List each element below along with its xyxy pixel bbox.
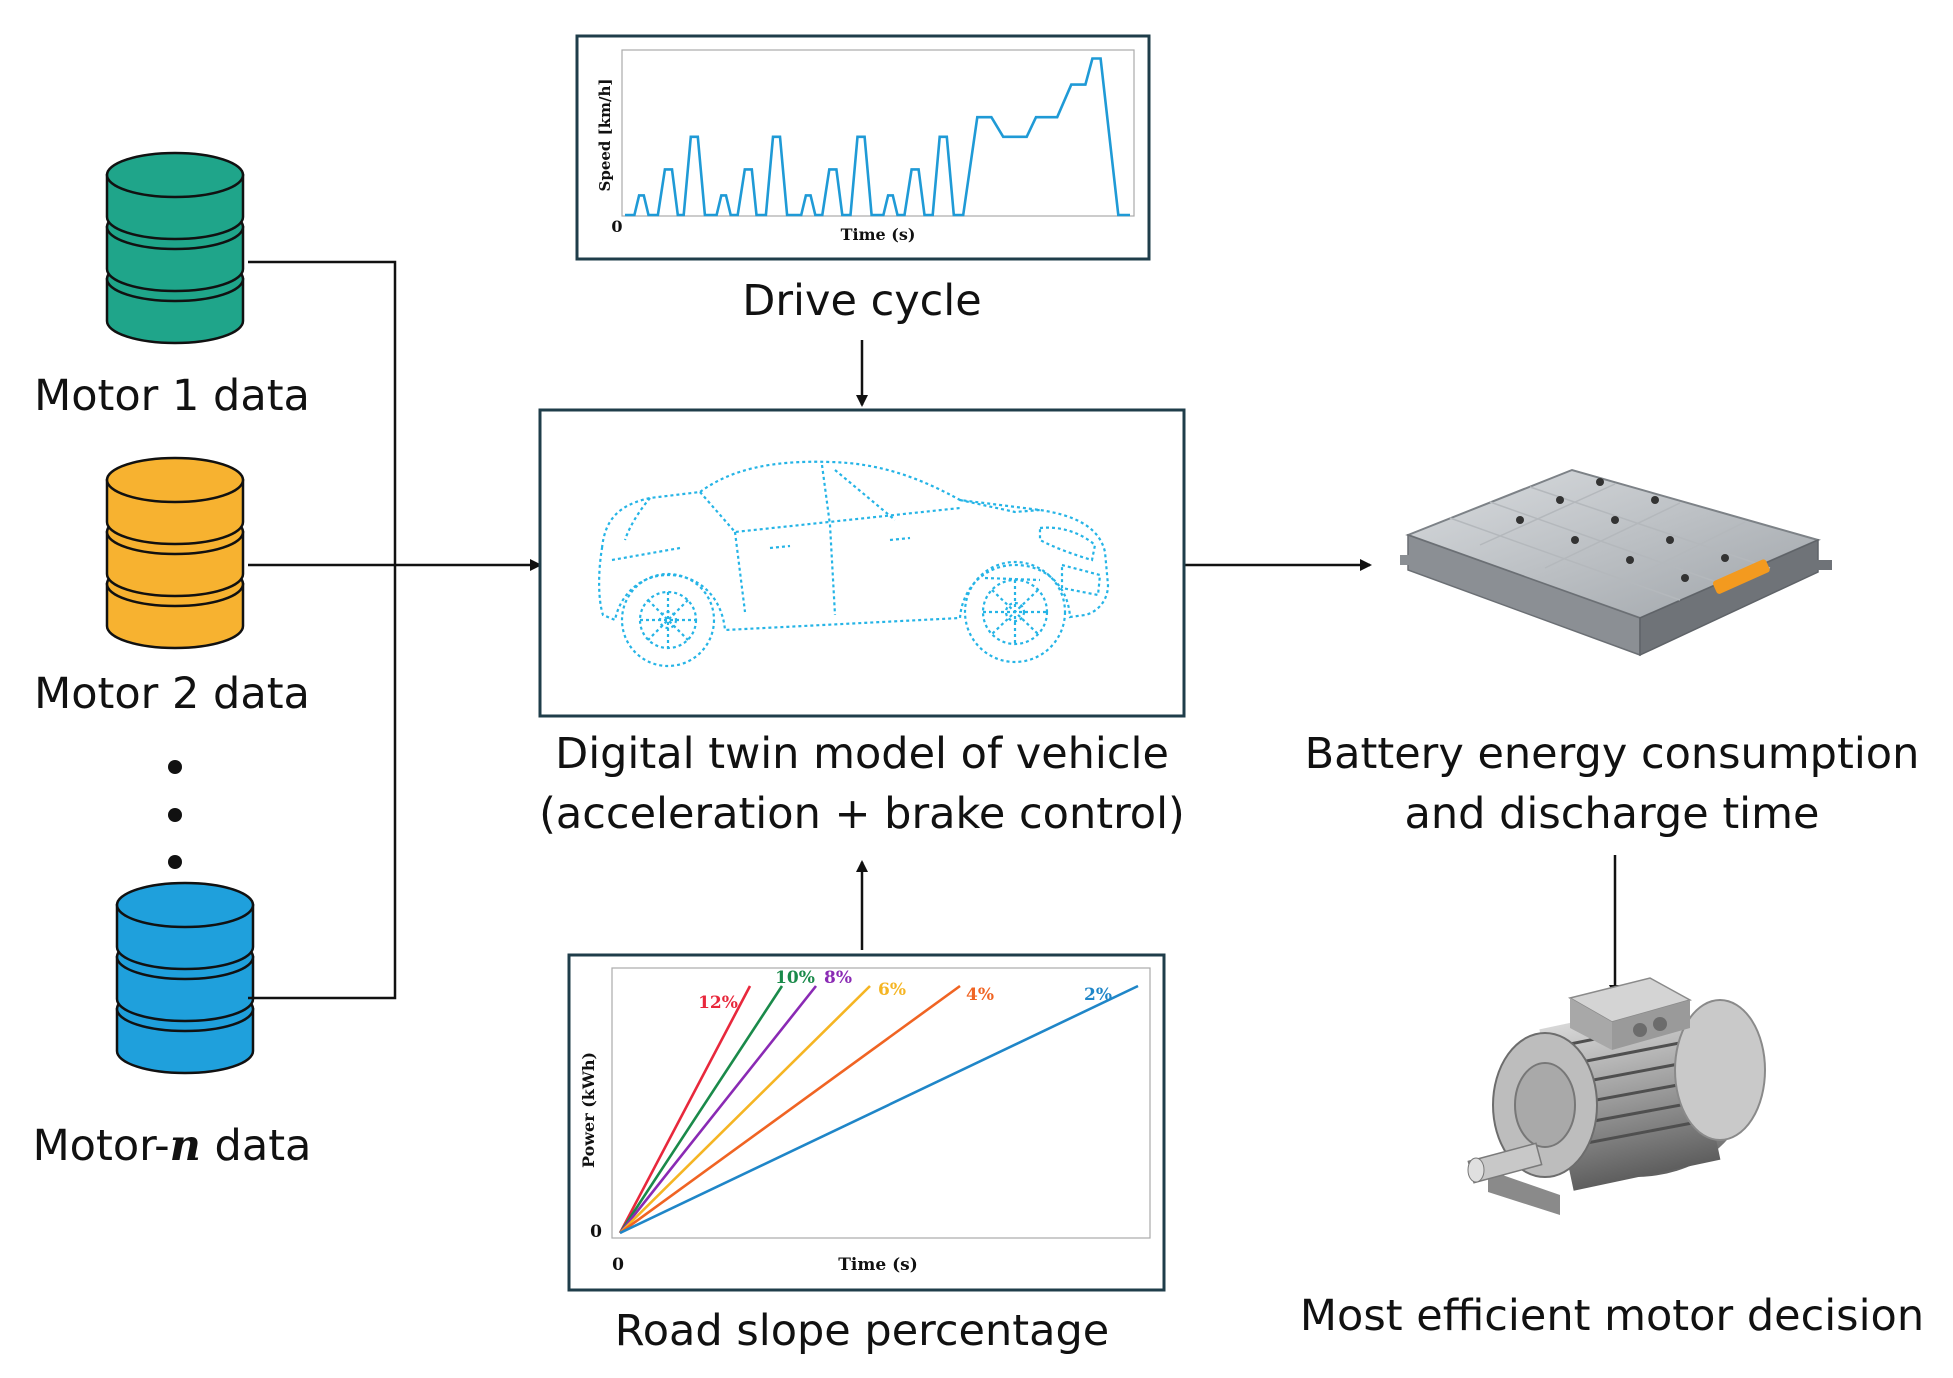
drive-cycle-y-axis-label: Speed [km/h]: [596, 79, 614, 192]
drive-cycle-panel: [575, 34, 1151, 261]
drive-cycle-origin-label: 0: [611, 217, 622, 236]
motor-n-label-italic: n: [170, 1121, 201, 1171]
ellipsis-dots-icon: [168, 760, 182, 869]
road-slope-plot-area: [611, 967, 1151, 1239]
road-slope-x-axis-label: Time (s): [838, 1255, 918, 1275]
motor-1-label: Motor 1 data: [34, 371, 310, 421]
battery-connector-icon: [1712, 559, 1770, 594]
motor-2-label: Motor 2 data: [34, 669, 310, 719]
road-slope-panel: [567, 953, 1166, 1292]
slope-line-8pct: [618, 985, 818, 1234]
slope-label-10pct: 10%: [775, 968, 815, 988]
battery-pack-icon: [1400, 468, 1832, 657]
slope-line-12pct: [618, 985, 752, 1234]
motor-decision-caption: Most efficient motor decision: [1300, 1291, 1924, 1341]
drive-cycle-x-axis-label: Time (s): [841, 225, 916, 244]
slope-label-4pct: 4%: [966, 985, 994, 1005]
motor-data-connectors: [248, 260, 542, 1000]
slope-series-labels: 12% 10% 8% 6% 4% 2%: [698, 968, 1112, 1013]
motor-n-label-suffix: data: [201, 1121, 312, 1171]
battery-caption-line1: Battery energy consumption: [1305, 729, 1920, 779]
road-slope-origin-y-label: 0: [590, 1222, 602, 1242]
car-wireframe-icon: [598, 460, 1110, 668]
slope-line-4pct: [619, 984, 961, 1235]
digital-twin-caption-line2: (acceleration + brake control): [539, 789, 1185, 839]
slope-label-6pct: 6%: [878, 980, 906, 1000]
slope-label-8pct: 8%: [824, 968, 852, 988]
road-slope-y-axis-label: Power (kWh): [579, 1052, 598, 1168]
digital-twin-caption-line1: Digital twin model of vehicle: [555, 729, 1169, 779]
drive-cycle-speed-line: [625, 57, 1130, 217]
database-icon-motor-2: [105, 456, 245, 650]
road-slope-caption: Road slope percentage: [615, 1306, 1109, 1356]
slope-label-12pct: 12%: [698, 993, 738, 1013]
road-slope-origin-x-label: 0: [612, 1255, 624, 1275]
battery-caption-line2: and discharge time: [1405, 789, 1820, 839]
digital-twin-panel: [538, 408, 1186, 718]
electric-motor-icon: [1467, 977, 1766, 1215]
slope-line-10pct: [618, 985, 784, 1234]
database-icon-motor-1: [105, 151, 245, 345]
slope-label-2pct: 2%: [1084, 985, 1112, 1005]
slope-line-6pct: [619, 985, 871, 1234]
motor-n-label-prefix: Motor-: [33, 1121, 170, 1171]
slope-line-2pct: [619, 984, 1139, 1235]
slope-power-lines: [618, 984, 1139, 1235]
drive-cycle-caption: Drive cycle: [742, 276, 981, 326]
motor-n-label: Motor-n data: [33, 1121, 312, 1171]
database-icon-motor-n: [115, 881, 255, 1075]
